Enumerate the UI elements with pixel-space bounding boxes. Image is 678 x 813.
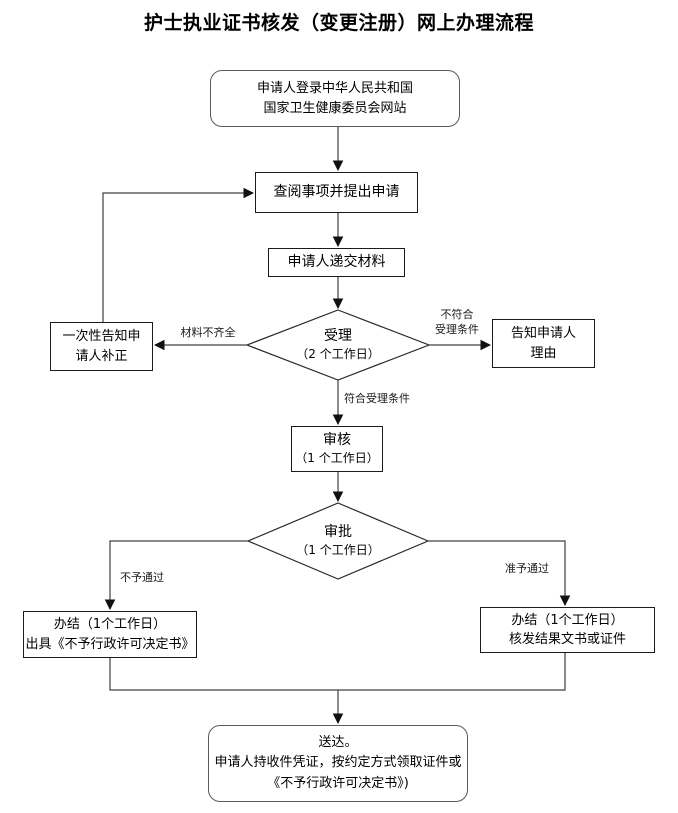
node-deliver-line2: 申请人持收件凭证，按约定方式领取证件或 (214, 755, 462, 771)
node-accept-line1: 受理 (324, 328, 352, 345)
node-examine: 审核 （1 个工作日） (291, 426, 383, 472)
node-close-approve-line2: 核发结果文书或证件 (508, 632, 626, 647)
node-review-request-label: 查阅事项并提出申请 (273, 184, 400, 200)
node-notify-correct: 一次性告知申 请人补正 (50, 322, 153, 371)
node-start: 申请人登录中华人民共和国 国家卫生健康委员会网站 (210, 70, 460, 127)
edge-label-meet: 符合受理条件 (344, 392, 410, 405)
node-accept-decision: 受理 （2 个工作日） (247, 311, 429, 379)
edge-label-not-meet: 不符合 受理条件 (424, 308, 490, 338)
node-close-approve: 办结（1个工作日） 核发结果文书或证件 (480, 607, 655, 653)
node-approval-line1: 审批 (324, 524, 352, 541)
node-notify-reason-line2: 理由 (530, 345, 557, 361)
node-deliver-line1: 送达。 (318, 735, 358, 751)
node-notify-correct-line1: 一次性告知申 (62, 329, 141, 344)
node-notify-reason-line1: 告知申请人 (510, 326, 576, 341)
node-notify-correct-line2: 请人补正 (75, 348, 128, 364)
node-approval-decision: 审批 （1 个工作日） (248, 505, 428, 577)
node-start-line2: 国家卫生健康委员会网站 (263, 100, 407, 116)
node-close-reject-line1: 办结（1个工作日） (53, 617, 167, 632)
node-submit-materials-label: 申请人递交材料 (287, 254, 386, 270)
node-close-reject: 办结（1个工作日） 出具《不予行政许可决定书》 (23, 611, 197, 658)
node-examine-line2: （1 个工作日） (295, 451, 379, 466)
node-examine-line1: 审核 (323, 432, 351, 449)
edge-label-approved: 准予通过 (505, 562, 549, 575)
node-accept-line2: （2 个工作日） (296, 347, 380, 362)
node-deliver: 送达。 申请人持收件凭证，按约定方式领取证件或 《不予行政许可决定书》) (208, 725, 468, 802)
edge-label-not-meet-line1: 不符合 (440, 308, 474, 321)
node-review-request: 查阅事项并提出申请 (255, 172, 418, 213)
edge-label-materials-incomplete: 材料不齐全 (180, 326, 236, 339)
page-title: 护士执业证书核发（变更注册）网上办理流程 (143, 12, 534, 34)
node-submit-materials: 申请人递交材料 (268, 248, 405, 277)
edge-label-not-meet-line2: 受理条件 (435, 322, 479, 336)
node-close-approve-line1: 办结（1个工作日） (511, 612, 624, 628)
node-close-reject-line2: 出具《不予行政许可决定书》 (25, 636, 195, 652)
node-notify-reason: 告知申请人 理由 (492, 319, 595, 368)
node-approval-line2: （1 个工作日） (296, 543, 380, 558)
node-deliver-line3: 《不予行政许可决定书》) (267, 775, 409, 791)
edge-label-not-approved: 不予通过 (120, 571, 164, 584)
node-start-line1: 申请人登录中华人民共和国 (256, 81, 413, 96)
